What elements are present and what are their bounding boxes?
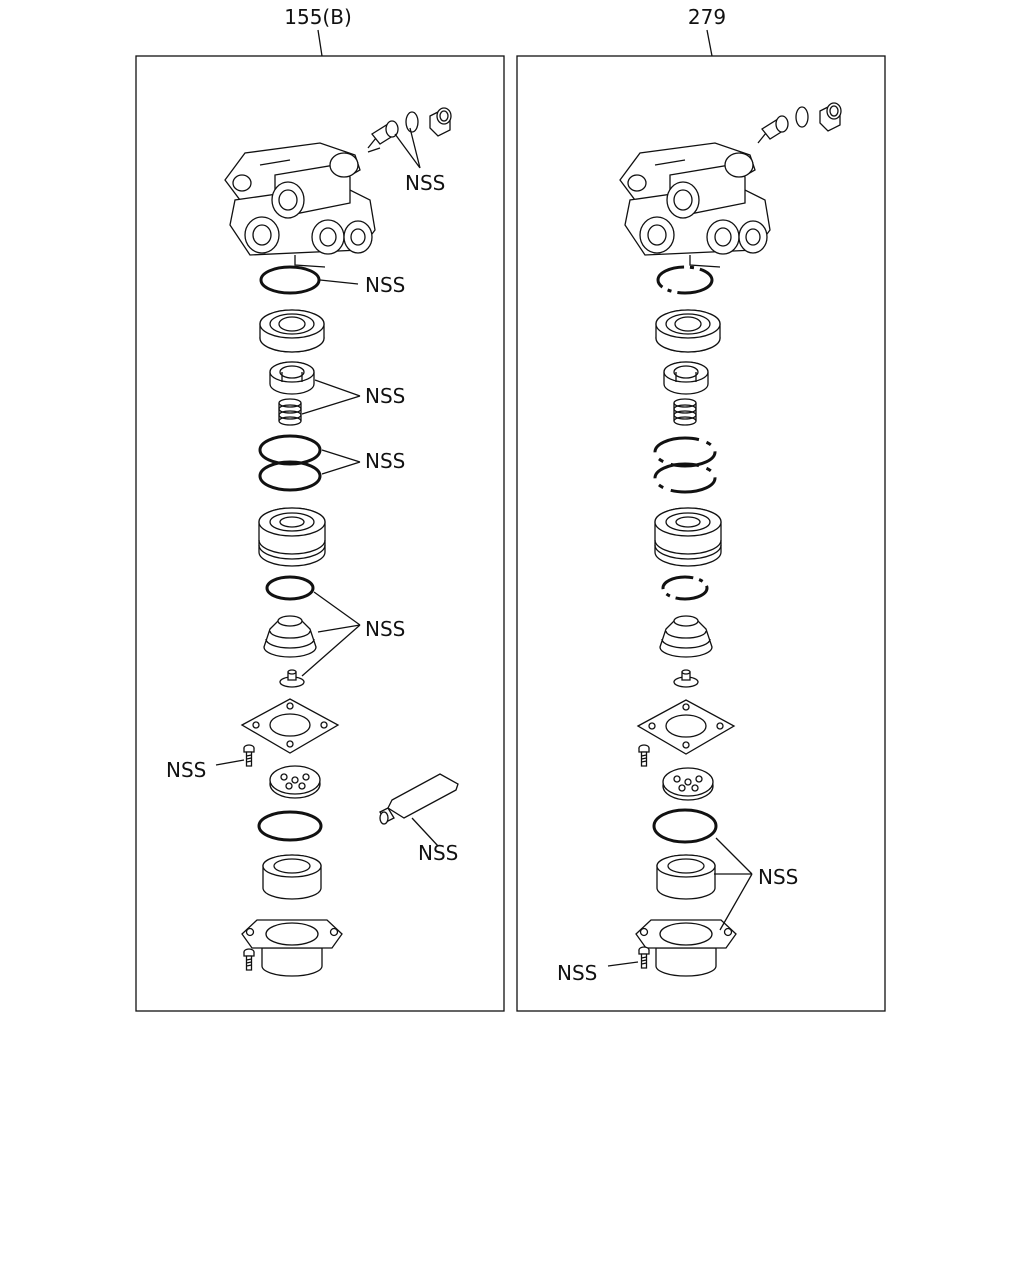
- o-ring: [661, 575, 709, 601]
- small-piston: [269, 361, 315, 395]
- nss-label-6: NSS: [166, 758, 206, 782]
- large-piston: [654, 507, 722, 567]
- o-ring: [258, 460, 322, 492]
- nss-label-3: NSS: [365, 384, 405, 408]
- o-ring: [656, 265, 714, 295]
- panel-ref-label: 279: [688, 5, 726, 29]
- o-ring: [265, 575, 315, 601]
- nss-label-4: NSS: [365, 449, 405, 473]
- nss-label-2: NSS: [365, 273, 405, 297]
- o-ring: [259, 265, 321, 295]
- panel-279: 279 NSS NSS: [516, 5, 886, 1012]
- perforated-disc: [269, 765, 321, 799]
- o-ring: [653, 462, 717, 494]
- valve-cap: [259, 309, 325, 353]
- valve-cap: [655, 309, 721, 353]
- o-ring: [652, 808, 718, 844]
- nss-label-8: NSS: [758, 865, 798, 889]
- valve-body: [224, 142, 376, 268]
- bushing: [262, 854, 322, 900]
- nss-label-5: NSS: [365, 617, 405, 641]
- grease-tube: [379, 773, 459, 825]
- ref-leader-line: [317, 29, 323, 57]
- o-ring: [258, 434, 322, 466]
- ref-leader-line: [706, 29, 713, 57]
- panel-155b: 155(B) NSS NSS NSS NSS NSS NSS: [135, 5, 505, 1012]
- o-ring: [257, 810, 323, 842]
- nss-label-9: NSS: [557, 961, 597, 985]
- valve-body: [619, 142, 771, 268]
- panel-ref-label: 155(B): [284, 5, 352, 29]
- nss-label-7: NSS: [418, 841, 458, 865]
- o-ring: [653, 436, 717, 468]
- small-piston: [663, 361, 709, 395]
- bushing: [656, 854, 716, 900]
- large-piston: [258, 507, 326, 567]
- nss-label-1: NSS: [405, 171, 445, 195]
- perforated-disc: [662, 767, 714, 801]
